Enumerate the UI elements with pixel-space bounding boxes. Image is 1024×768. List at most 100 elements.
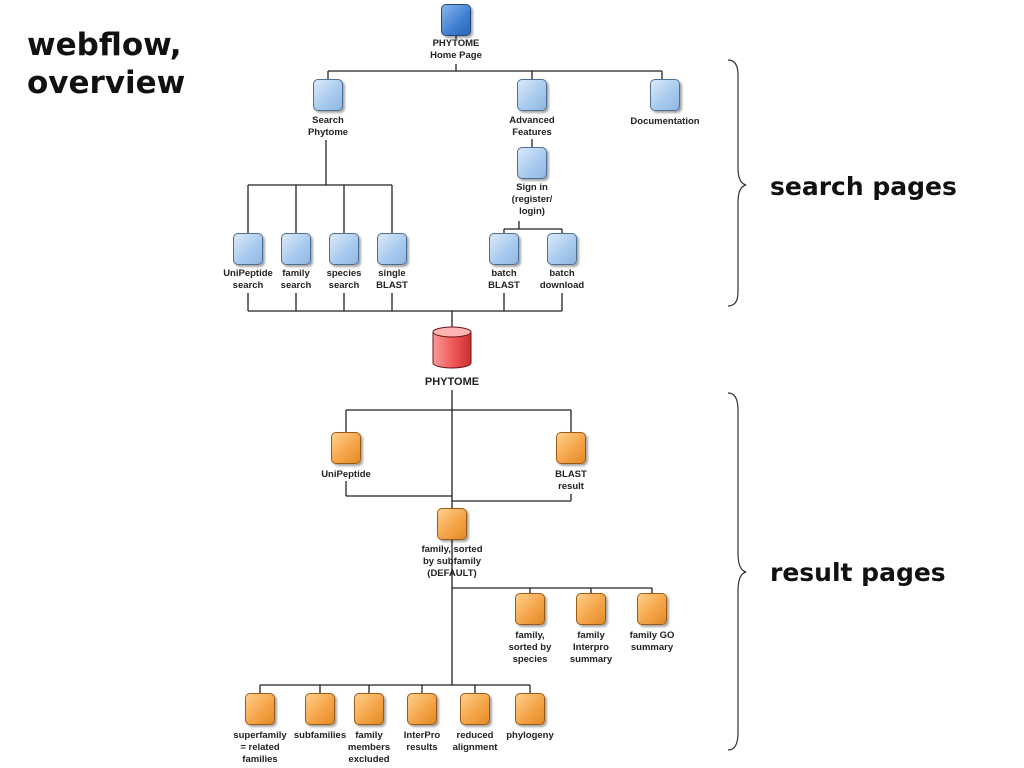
label-line: sorted by [508, 642, 552, 653]
sign-in-node [517, 147, 547, 179]
title-line-1: webflow, [27, 27, 182, 63]
label-line: batch [491, 268, 517, 279]
label-line: species [326, 268, 362, 279]
label-line: BLAST [488, 280, 520, 291]
documentation-label: Documentation [610, 116, 720, 128]
label-line: reduced [456, 730, 494, 741]
label-line: Sign in [516, 182, 548, 193]
batch-download-node [547, 233, 577, 265]
label-line: summary [569, 654, 613, 665]
advanced-features-node [517, 79, 547, 111]
phylogeny-node [515, 693, 545, 725]
subfamilies-label: subfamilies [265, 730, 375, 742]
label-line: UniPeptide [223, 268, 273, 279]
label-line: families [242, 754, 278, 765]
label-line: search [280, 280, 312, 291]
unipeptide-label: UniPeptide [291, 469, 401, 481]
family-search-node [281, 233, 311, 265]
home-node [441, 4, 471, 36]
interpro-results-node [407, 693, 437, 725]
label-line: single [378, 268, 406, 279]
subfamilies-node [305, 693, 335, 725]
label-line: = related [240, 742, 280, 753]
species-search-node [329, 233, 359, 265]
label-line: family [355, 730, 383, 741]
label-line: search [328, 280, 360, 291]
label-line: superfamily [233, 730, 287, 741]
label-line: excluded [348, 754, 390, 765]
search-pages-label: search pages [770, 172, 957, 201]
label-line: family [282, 268, 310, 279]
label-line: by subfamily [422, 556, 482, 567]
family-sorted-subfamily-node [437, 508, 467, 540]
label-line: BLAST [555, 469, 587, 480]
label-line: Home Page [430, 50, 482, 61]
reduced-alignment-node [460, 693, 490, 725]
label-line: results [406, 742, 438, 753]
batch-blast-node [489, 233, 519, 265]
label-line: family GO [629, 630, 675, 641]
label-line: batch [549, 268, 575, 279]
label-line: Documentation [630, 116, 700, 127]
label-line: InterPro [403, 730, 441, 741]
family-go-summary-node [637, 593, 667, 625]
label-line: Features [512, 127, 552, 138]
label-line: family, sorted [421, 544, 483, 555]
unipeptide-search-node [233, 233, 263, 265]
blast-result-node [556, 432, 586, 464]
label-line: members [347, 742, 391, 753]
label-line: summary [630, 642, 674, 653]
label-line: phylogeny [506, 730, 554, 741]
label-line: species [512, 654, 548, 665]
label-line: Phytome [307, 127, 349, 138]
documentation-node [650, 79, 680, 111]
label-line: (register/ [511, 194, 553, 205]
label-line: Advanced [509, 115, 555, 126]
label-line: Interpro [573, 642, 609, 653]
label-line: alignment [452, 742, 498, 753]
page-title: webflow, overview [27, 26, 185, 102]
label-line: search [232, 280, 264, 291]
label-line: Search [312, 115, 344, 126]
single-blast-node [377, 233, 407, 265]
family-sorted-species-node [515, 593, 545, 625]
sign-in-label: Sign in(register/login) [477, 182, 587, 218]
label-line: family, [515, 630, 545, 641]
label-line: BLAST [376, 280, 408, 291]
label-line: result [558, 481, 584, 492]
family-interpro-summary-node [576, 593, 606, 625]
database-icon [432, 326, 472, 369]
family-members-excluded-node [354, 693, 384, 725]
result-pages-brace [727, 392, 747, 751]
label-line: subfamilies [293, 730, 347, 741]
superfamily-node [245, 693, 275, 725]
label-line: UniPeptide [321, 469, 371, 480]
database-label: PHYTOME [424, 376, 480, 388]
label-line: download [539, 280, 585, 291]
title-line-2: overview [27, 65, 186, 101]
label-line: login) [519, 206, 545, 217]
search-phytome-node [313, 79, 343, 111]
phylogeny-label: phylogeny [475, 730, 585, 742]
label-line: PHYTOME [432, 38, 480, 49]
result-pages-label: result pages [770, 558, 946, 587]
unipeptide-node [331, 432, 361, 464]
